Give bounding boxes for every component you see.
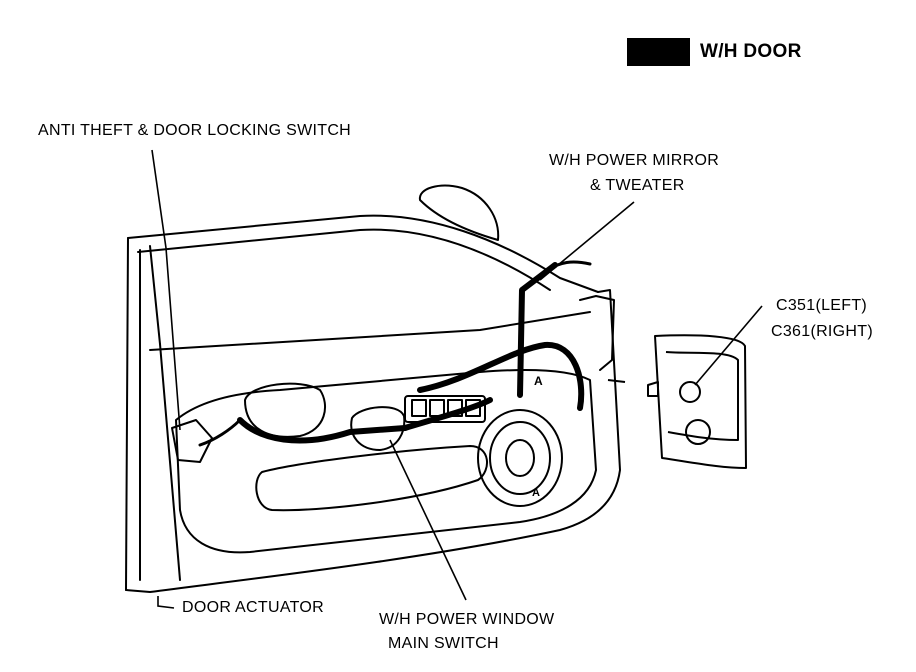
locking-switch (171, 419, 213, 463)
leader-lines (151, 149, 763, 609)
leader-connector (694, 305, 763, 386)
leader-power-mirror (539, 201, 635, 281)
window-switch-panel (404, 395, 486, 423)
wiring-harness (237, 262, 585, 444)
door-front-edge (125, 237, 129, 591)
label-power-mirror-line1: W/H POWER MIRROR (549, 152, 720, 169)
connector-detail (607, 334, 747, 469)
label-anti-theft-switch: ANTI THEFT & DOOR LOCKING SWITCH (38, 122, 352, 139)
leader-door-actuator (157, 596, 175, 609)
side-mirror (418, 184, 500, 241)
window-frame-inner (137, 228, 551, 291)
leader-anti-theft (151, 149, 181, 431)
label-power-window-line1: W/H POWER WINDOW (379, 611, 555, 628)
label-power-window-line2: MAIN SWITCH (388, 635, 499, 652)
label-connector-left: C351(LEFT) (776, 297, 868, 314)
speaker-inner (489, 421, 551, 495)
label-door-actuator: DOOR ACTUATOR (182, 599, 324, 616)
marker-a: A (534, 374, 543, 388)
label-connector-right: C361(RIGHT) (771, 323, 873, 340)
speaker-outer (477, 409, 563, 507)
door-outer-shell (125, 289, 621, 593)
window-frame-outer (127, 214, 599, 293)
leader-power-window (389, 439, 467, 601)
diagram-title: W/H DOOR (700, 41, 802, 62)
lower-cutout (255, 445, 488, 512)
upper-cutout (244, 382, 327, 438)
switch-housing (350, 406, 406, 451)
connector-plug (679, 381, 701, 403)
title-marker-box (627, 38, 690, 66)
label-power-mirror-line2: & TWEATER (590, 177, 685, 194)
marker-a-lower: A (532, 487, 540, 499)
